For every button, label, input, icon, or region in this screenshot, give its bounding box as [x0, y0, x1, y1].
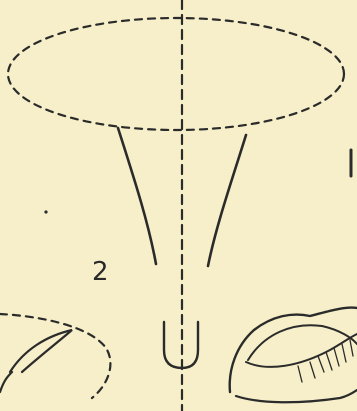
- stalk-right-line: [208, 135, 246, 266]
- bottom-right-shell-base: [236, 390, 357, 402]
- stalk-left-line: [118, 128, 156, 264]
- bottom-right-shell-outline: [230, 308, 357, 392]
- bottom-left-dashed-arc: [0, 314, 110, 398]
- stray-dot: [44, 210, 47, 213]
- figure-label: 2: [92, 257, 109, 287]
- bottom-left-outline: [0, 372, 12, 392]
- bottom-right-shell-lip: [246, 334, 357, 367]
- bottom-left-inner-curve: [10, 330, 72, 372]
- top-dashed-ellipse: [8, 18, 344, 130]
